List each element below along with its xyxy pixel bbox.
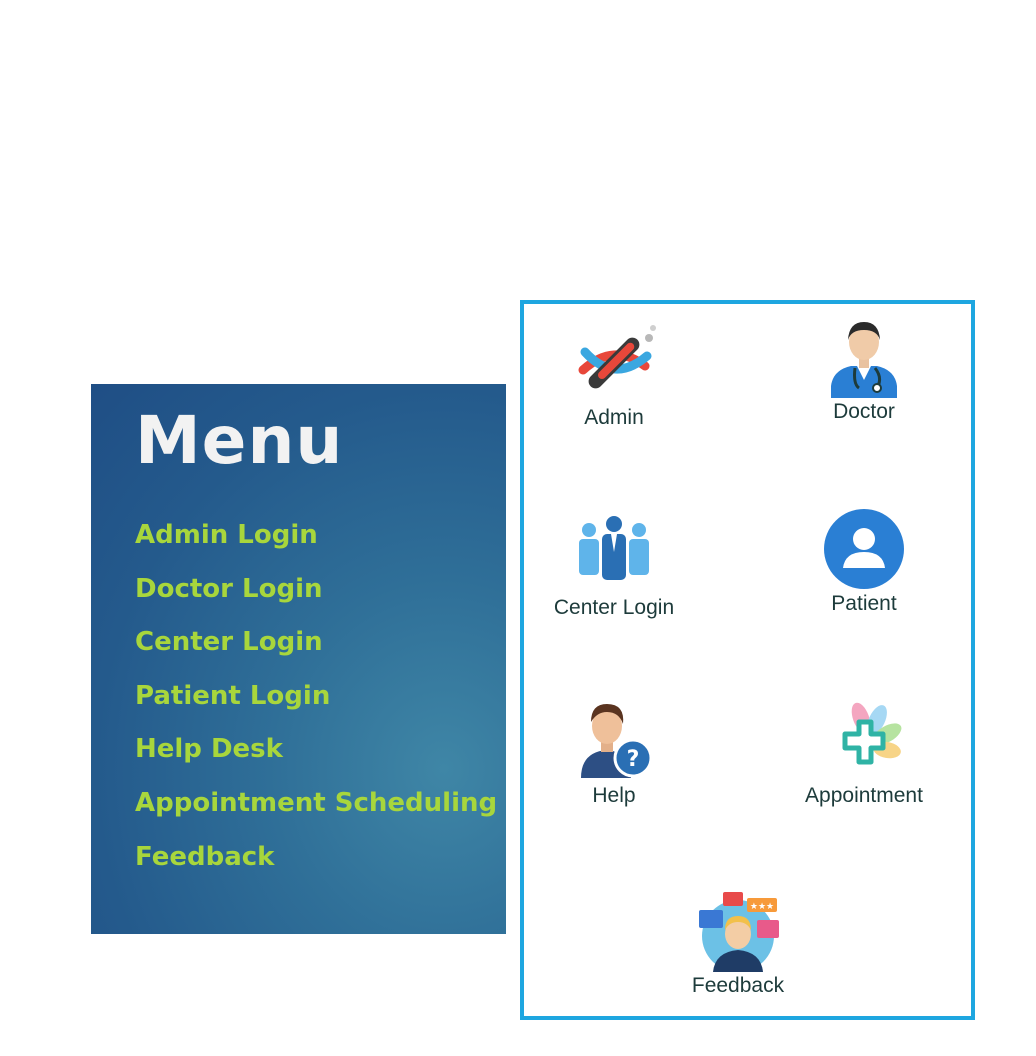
menu-item-help-desk[interactable]: Help Desk bbox=[135, 734, 283, 765]
test-tube-icon bbox=[578, 325, 656, 389]
group-icon bbox=[579, 516, 649, 580]
tile-feedback[interactable]: ★★★ Feedback bbox=[648, 890, 828, 998]
svg-text:★★★: ★★★ bbox=[750, 902, 774, 912]
app-grid-panel: Admin Doctor bbox=[520, 300, 975, 1020]
tile-label: Appointment bbox=[805, 784, 923, 807]
tile-admin[interactable]: Admin bbox=[524, 322, 704, 430]
tile-center-login[interactable]: Center Login bbox=[524, 512, 704, 620]
help-user-icon: ? bbox=[581, 704, 653, 778]
doctor-icon bbox=[831, 322, 897, 398]
feedback-icon: ★★★ bbox=[699, 892, 779, 972]
svg-text:?: ? bbox=[627, 747, 640, 772]
tile-doctor[interactable]: Doctor bbox=[774, 316, 954, 424]
tile-label: Doctor bbox=[833, 400, 895, 423]
menu-item-center-login[interactable]: Center Login bbox=[135, 627, 323, 658]
tile-label: Patient bbox=[831, 592, 897, 615]
medical-cross-icon bbox=[842, 702, 902, 765]
menu-item-feedback[interactable]: Feedback bbox=[135, 841, 275, 872]
tile-help[interactable]: ? Help bbox=[524, 700, 704, 808]
menu-panel: Menu Admin Login Doctor Login Center Log… bbox=[91, 384, 506, 934]
tile-label: Feedback bbox=[691, 974, 785, 997]
patient-icon bbox=[824, 509, 904, 589]
menu-item-admin-login[interactable]: Admin Login bbox=[135, 520, 318, 550]
menu-item-patient-login[interactable]: Patient Login bbox=[135, 680, 331, 711]
tile-appointment[interactable]: Appointment bbox=[774, 700, 954, 808]
tile-patient[interactable]: Patient bbox=[774, 508, 954, 616]
tile-label: Help bbox=[592, 784, 636, 807]
tile-label: Center Login bbox=[553, 596, 675, 619]
menu-title: Menu bbox=[135, 402, 344, 479]
menu-item-doctor-login[interactable]: Doctor Login bbox=[135, 573, 323, 604]
menu-list: Admin Login Doctor Login Center Login Pa… bbox=[135, 515, 497, 890]
tile-label: Admin bbox=[584, 406, 644, 429]
menu-item-appointment-scheduling[interactable]: Appointment Scheduling bbox=[135, 787, 498, 818]
